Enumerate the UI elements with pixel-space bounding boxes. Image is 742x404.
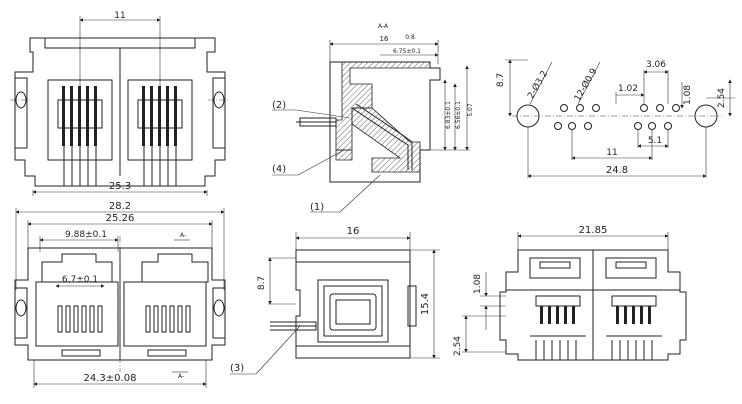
dim-width-25-3: 25.3: [109, 181, 131, 192]
dim-v-5-07: 5.07: [467, 103, 474, 117]
contact-pins-right: [137, 86, 183, 186]
top-view: 21.85: [453, 225, 687, 361]
dim-width-16: 16: [347, 226, 360, 237]
dim-offset-2-54: 2.54: [717, 88, 727, 108]
dim-height-15-4: 15.4: [420, 293, 431, 315]
dim-bottom-24-3: 24.3±0.08: [84, 373, 137, 384]
dim-span-5-1: 5.1: [648, 136, 662, 146]
dim-offset-8-7: 8.7: [257, 276, 267, 290]
callout-2: (2): [272, 100, 286, 111]
section-mark-top: A-: [180, 232, 186, 239]
section-mark-bottom: A-: [178, 373, 184, 380]
dim-width-21-85: 21.85: [579, 225, 608, 236]
section-label-aa: A-A: [378, 23, 389, 30]
dim-hole-large: 2-Ø3.2: [525, 69, 550, 101]
dim-pitch-1-02: 1.02: [618, 84, 638, 94]
front-contacts-right: [145, 305, 191, 357]
mid-side-view: 16 8.7 15.4 (3): [230, 226, 440, 375]
front-view: 28.2 25.26 9.88±0.1 A- 6.7±0.1: [14, 201, 226, 388]
dim-row-1-08: 1.08: [683, 85, 693, 105]
dim-height-8-7: 8.7: [496, 73, 506, 87]
dim-total-24-8: 24.8: [606, 165, 628, 176]
dim-hole-small: 12-Ø0.9: [572, 66, 600, 103]
front-contacts-left: [57, 305, 103, 357]
callout-4: (4): [272, 164, 286, 175]
dim-plug-6-7: 6.7±0.1: [62, 275, 98, 285]
dim-top-11: 11: [114, 11, 125, 21]
dim-overall-28-2: 28.2: [109, 201, 131, 212]
dim-sub-6-75: 6.75±0.1: [393, 48, 421, 55]
dim-v-6-83: 6.83±0.1: [445, 101, 452, 129]
dim-body-25-26: 25.26: [106, 213, 135, 224]
dim-sub-0-8: 0.8: [405, 34, 415, 41]
contact-pins-left: [57, 86, 103, 186]
top-view-pins: [530, 295, 662, 360]
dim-v-6-56: 6.56±0.1: [455, 101, 462, 129]
dim-span-11: 11: [606, 148, 617, 158]
side-section-view: A-A 16 0.8 6.75±0.1 6.83±0.1 6.56±0.1 5.…: [272, 23, 474, 213]
dim-port-pitch: 9.88±0.1: [65, 230, 107, 240]
callout-1: (1): [310, 202, 324, 213]
dim-v-1-08: 1.08: [473, 274, 483, 294]
dim-depth-16: 16: [380, 35, 389, 43]
callout-3: (3): [230, 363, 244, 374]
dim-pitch-3-06: 3.06: [646, 60, 666, 70]
top-left-view: 11: [10, 11, 230, 196]
pcb-layout: 3.06 1.02 1.08 2.54 8.7 2-Ø3.2 12-Ø0.9 1…: [496, 59, 735, 178]
dim-v-2-54: 2.54: [453, 336, 463, 356]
